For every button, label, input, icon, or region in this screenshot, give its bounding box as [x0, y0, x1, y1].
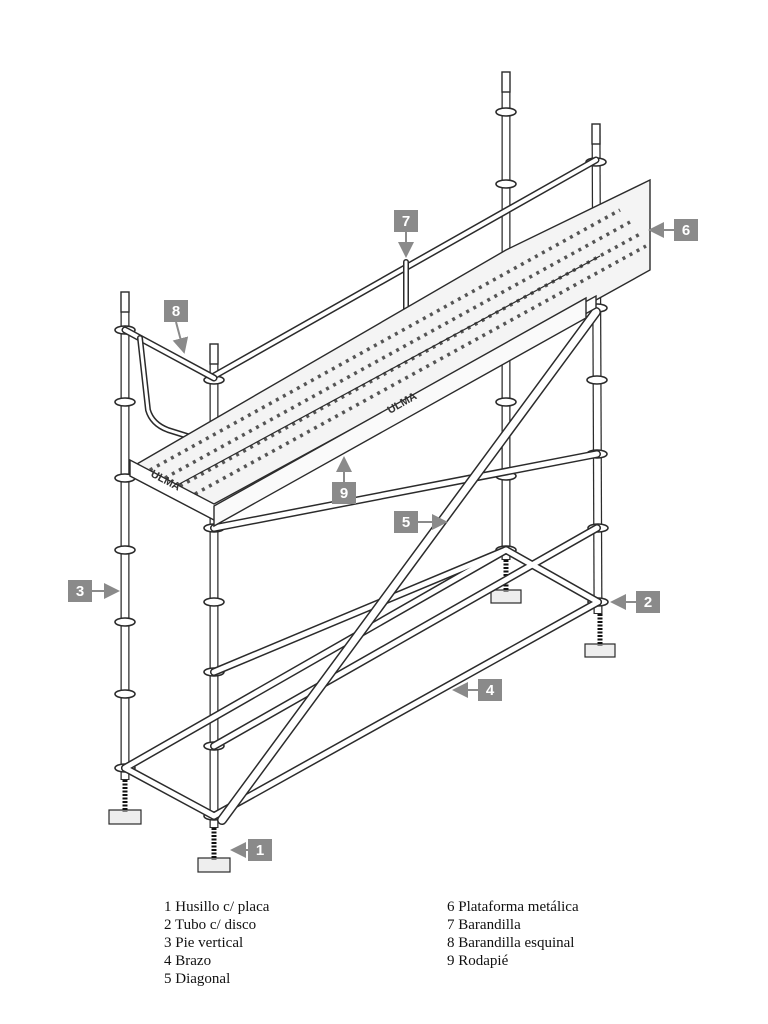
svg-text:9: 9: [340, 485, 348, 502]
svg-text:7: 7: [402, 213, 410, 230]
svg-text:5: 5: [402, 514, 410, 531]
callout-tag-1: 1: [248, 839, 272, 861]
legend-item-diagonal: 5 Diagonal: [164, 971, 231, 987]
legend-item-plataforma: 6 Plataforma metálica: [447, 899, 579, 915]
legend-right-column: 6 Plataforma metálica 7 Barandilla 8 Bar…: [447, 898, 579, 970]
legend-item-barandilla-esquinal: 8 Barandilla esquinal: [447, 935, 575, 951]
legend-item-husillo: 1 Husillo c/ placa: [164, 899, 270, 915]
svg-text:1: 1: [256, 842, 264, 859]
legend-item-barandilla: 7 Barandilla: [447, 917, 521, 933]
metal-platform: [128, 178, 651, 521]
svg-text:2: 2: [644, 594, 652, 611]
callout-tag-5: 5: [394, 511, 418, 533]
ledgers-inner: [122, 451, 601, 819]
toe-board: [129, 294, 597, 528]
callout-tag-8: 8: [164, 300, 188, 322]
standard-spigots: [120, 71, 601, 365]
svg-text:4: 4: [486, 682, 495, 699]
diagonal-brace: [217, 307, 601, 825]
legend-left-column: 1 Husillo c/ placa 2 Tubo c/ disco 3 Pie…: [164, 898, 269, 988]
svg-text:8: 8: [172, 303, 180, 320]
legend-item-pie-vertical: 3 Pie vertical: [164, 935, 244, 951]
callout-leaders: [92, 222, 674, 858]
platform-perforation-rows: [149, 208, 647, 496]
guardrails: [121, 156, 600, 443]
callout-tag-2: 2: [636, 591, 660, 613]
legend-item-tubo-disco: 2 Tubo c/ disco: [164, 917, 257, 933]
callout-tag-7: 7: [394, 210, 418, 232]
svg-text:3: 3: [76, 583, 84, 600]
callout-tag-4: 4: [478, 679, 502, 701]
legend-item-brazo: 4 Brazo: [164, 953, 212, 969]
callout-tag-9: 9: [332, 482, 356, 504]
legend-item-rodapie: 9 Rodapié: [447, 953, 509, 969]
svg-text:6: 6: [682, 222, 690, 239]
base-plates: [108, 589, 616, 873]
callout-tag-6: 6: [674, 219, 698, 241]
callout-tag-3: 3: [68, 580, 92, 602]
screw-jacks: [122, 560, 603, 860]
